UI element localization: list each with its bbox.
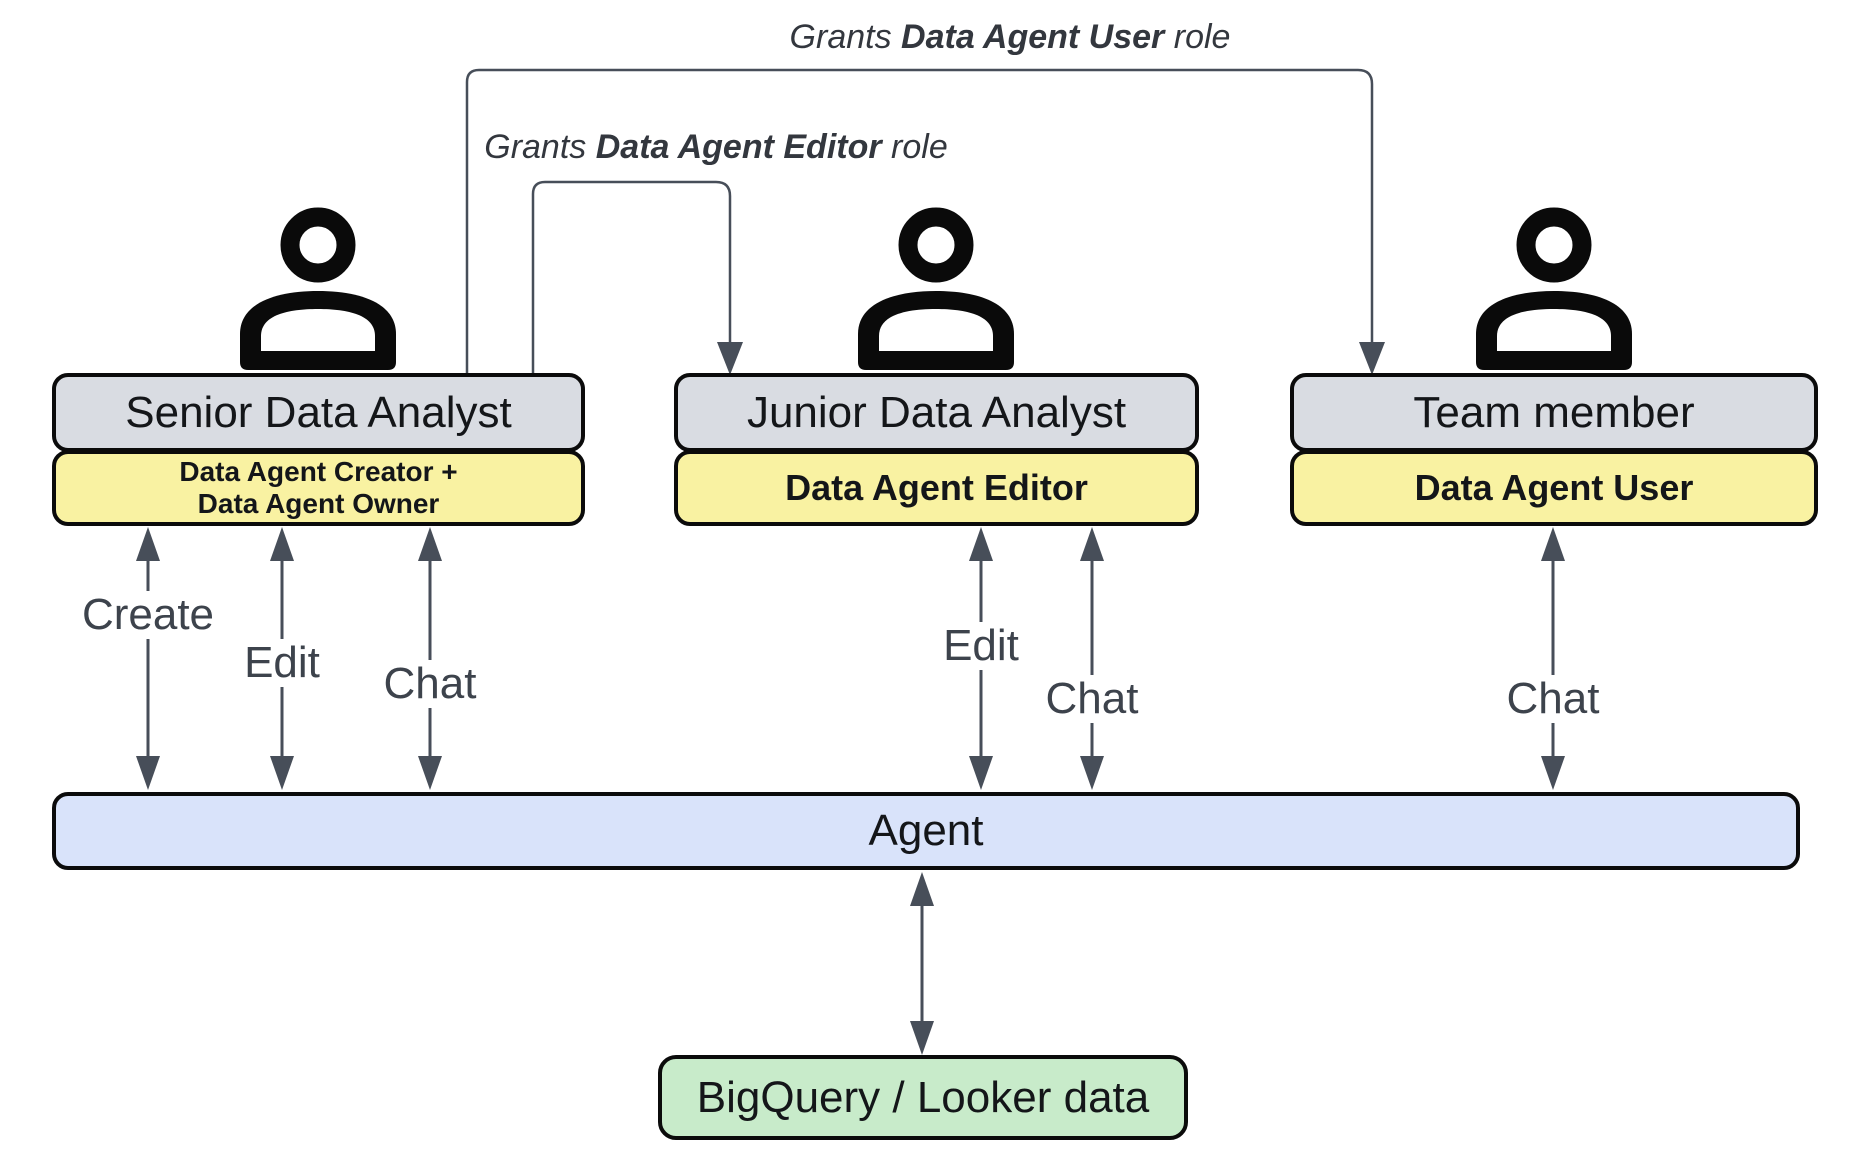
arrowhead-up bbox=[270, 527, 294, 561]
junior-role-text: Data Agent Editor bbox=[785, 467, 1088, 508]
grant-user-suffix: role bbox=[1164, 18, 1231, 56]
grant-editor-suffix: role bbox=[881, 128, 948, 166]
arrowhead-down bbox=[910, 1021, 934, 1055]
grant-editor-connector bbox=[531, 180, 743, 375]
senior-role-text: Data Agent Creator + Data Agent Owner bbox=[179, 456, 458, 519]
grant-editor-role: Data Agent Editor bbox=[595, 128, 882, 166]
arrowhead-up bbox=[910, 872, 934, 906]
grant-editor-label: Grants Data Agent Editor role bbox=[484, 126, 948, 168]
action-label-junior-edit: Edit bbox=[933, 622, 1029, 670]
arrowhead-down bbox=[717, 342, 743, 375]
team-role-text: Data Agent User bbox=[1414, 467, 1694, 508]
action-label-senior-edit: Edit bbox=[234, 639, 330, 687]
arrowhead-down bbox=[270, 756, 294, 790]
grant-user-connector bbox=[465, 68, 1385, 375]
arrowhead-down bbox=[1359, 342, 1385, 375]
arrow-junior-chat bbox=[1080, 527, 1104, 790]
action-label-team-chat: Chat bbox=[1496, 675, 1610, 723]
arrowhead-down bbox=[969, 756, 993, 790]
team-member-box: Team member bbox=[1290, 373, 1818, 452]
junior-role-badge: Data Agent Editor bbox=[674, 450, 1199, 526]
grant-user-prefix: Grants bbox=[789, 18, 902, 56]
arrowhead-down bbox=[1541, 756, 1565, 790]
person-icon bbox=[240, 217, 396, 370]
junior-analyst-title: Junior Data Analyst bbox=[746, 387, 1127, 437]
arrow-senior-create bbox=[136, 527, 160, 790]
arrowhead-down bbox=[136, 756, 160, 790]
arrowhead-up bbox=[969, 527, 993, 561]
person-icon bbox=[1476, 217, 1632, 370]
arrowhead-up bbox=[1541, 527, 1565, 561]
arrow-senior-chat bbox=[418, 527, 442, 790]
junior-analyst-box: Junior Data Analyst bbox=[674, 373, 1199, 452]
action-label-create: Create bbox=[71, 591, 225, 639]
action-label-junior-chat: Chat bbox=[1035, 675, 1149, 723]
grant-user-role: Data Agent User bbox=[901, 18, 1165, 56]
arrowhead-up bbox=[1080, 527, 1104, 561]
arrowhead-down bbox=[1080, 756, 1104, 790]
person-icon bbox=[858, 217, 1014, 370]
action-label-senior-chat: Chat bbox=[373, 660, 487, 708]
arrowhead-down bbox=[418, 756, 442, 790]
senior-role-badge: Data Agent Creator + Data Agent Owner bbox=[52, 450, 585, 526]
datasource-label: BigQuery / Looker data bbox=[696, 1072, 1150, 1122]
team-member-title: Team member bbox=[1413, 387, 1695, 437]
grant-user-label: Grants Data Agent User role bbox=[790, 16, 1231, 58]
arrowhead-up bbox=[136, 527, 160, 561]
grant-editor-prefix: Grants bbox=[484, 128, 596, 166]
arrow-agent-datasource bbox=[910, 872, 934, 1055]
arrowhead-up bbox=[418, 527, 442, 561]
team-role-badge: Data Agent User bbox=[1290, 450, 1818, 526]
arrow-team-chat bbox=[1541, 527, 1565, 790]
senior-analyst-box: Senior Data Analyst bbox=[52, 373, 585, 452]
agent-bar: Agent bbox=[52, 792, 1800, 870]
datasource-box: BigQuery / Looker data bbox=[658, 1055, 1188, 1140]
senior-analyst-title: Senior Data Analyst bbox=[125, 387, 512, 437]
agent-label: Agent bbox=[868, 806, 984, 855]
